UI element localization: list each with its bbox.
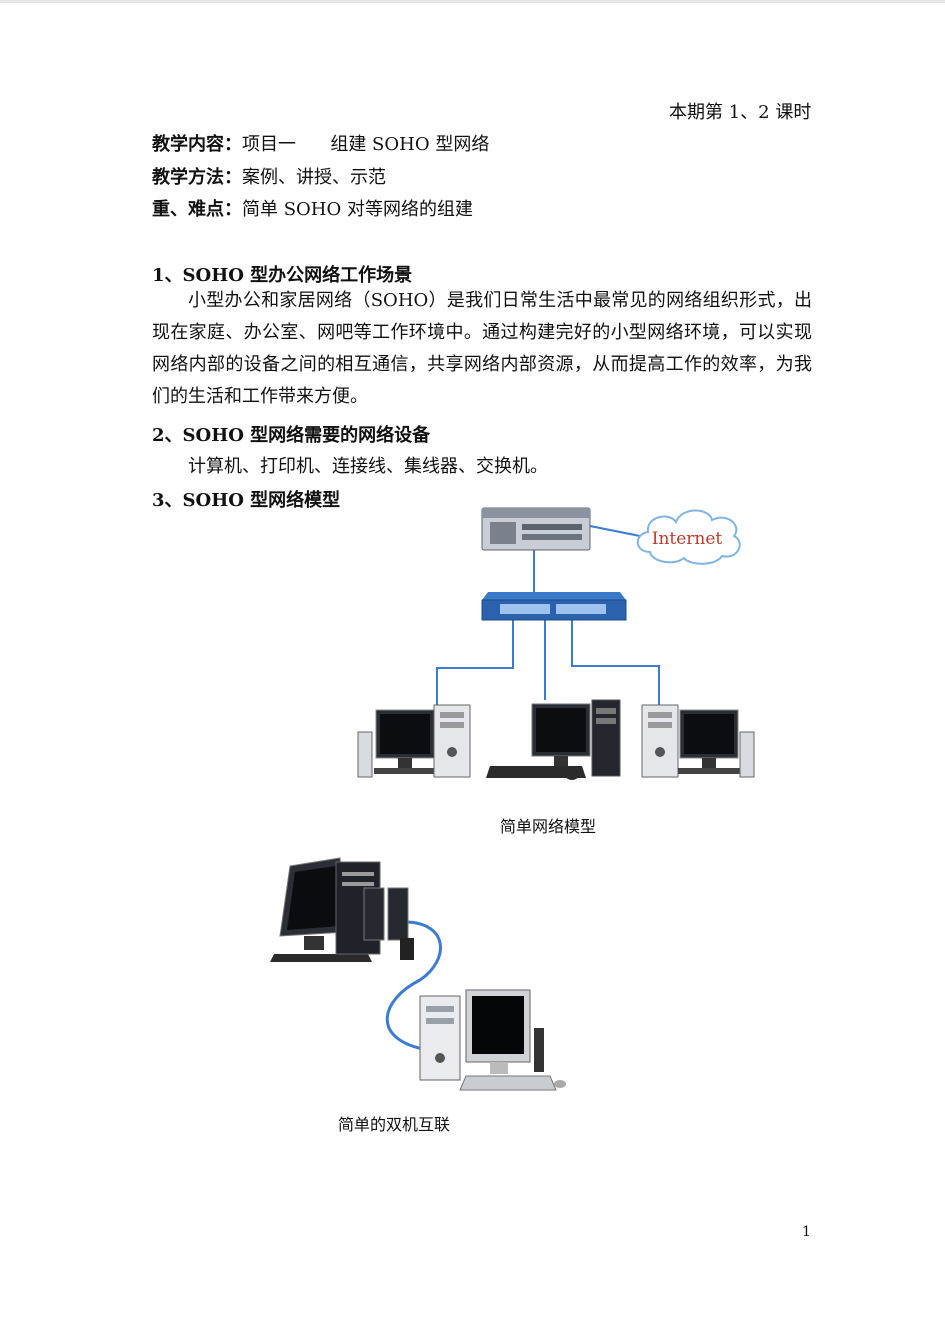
section-1-body: 小型办公和家居网络（SOHO）是我们日常生活中最常见的网络组织形式，出现在家庭、… bbox=[152, 290, 812, 407]
internet-label: Internet bbox=[652, 529, 723, 549]
router-icon bbox=[481, 507, 591, 551]
method-value: 案例、讲授、示范 bbox=[242, 167, 386, 188]
method-label: 教学方法： bbox=[152, 167, 242, 188]
crossover-cable bbox=[385, 920, 442, 1052]
focus-value: 简单 SOHO 对等网络的组建 bbox=[242, 199, 473, 220]
internet-cloud-icon: Internet bbox=[636, 509, 741, 565]
page-top-rule bbox=[0, 0, 945, 3]
network-links bbox=[436, 525, 660, 705]
content-value: 项目一 组建 SOHO 型网络 bbox=[242, 134, 490, 155]
section-2-body: 计算机、打印机、连接线、集线器、交换机。 bbox=[188, 456, 548, 477]
focus-line: 重、难点：简单 SOHO 对等网络的组建 bbox=[152, 198, 473, 222]
network-model-figure: Internet bbox=[357, 507, 755, 780]
method-line: 教学方法：案例、讲授、示范 bbox=[152, 166, 386, 190]
content-line: 教学内容：项目一 组建 SOHO 型网络 bbox=[152, 133, 489, 157]
content-label: 教学内容： bbox=[152, 134, 242, 155]
computer-white-icon bbox=[419, 989, 566, 1091]
network-model-caption: 简单网络模型 bbox=[500, 817, 597, 836]
dual-machine-figure bbox=[270, 857, 566, 1091]
section-2-heading: 2、SOHO 型网络需要的网络设备 bbox=[152, 425, 431, 446]
section-3-heading: 3、SOHO 型网络模型 bbox=[152, 490, 341, 511]
page-number: 1 bbox=[802, 1224, 811, 1240]
switch-icon bbox=[481, 592, 627, 621]
focus-label: 重、难点： bbox=[152, 199, 242, 220]
computer-black-icon bbox=[270, 857, 414, 962]
section-1-heading: 1、SOHO 型办公网络工作场景 bbox=[152, 265, 413, 286]
dual-machine-caption: 简单的双机互联 bbox=[338, 1115, 451, 1134]
computer-right-icon bbox=[641, 704, 755, 778]
computer-left-icon bbox=[357, 704, 471, 778]
computer-middle-icon bbox=[486, 699, 621, 780]
session-label: 本期第 1、2 课时 bbox=[669, 102, 812, 123]
